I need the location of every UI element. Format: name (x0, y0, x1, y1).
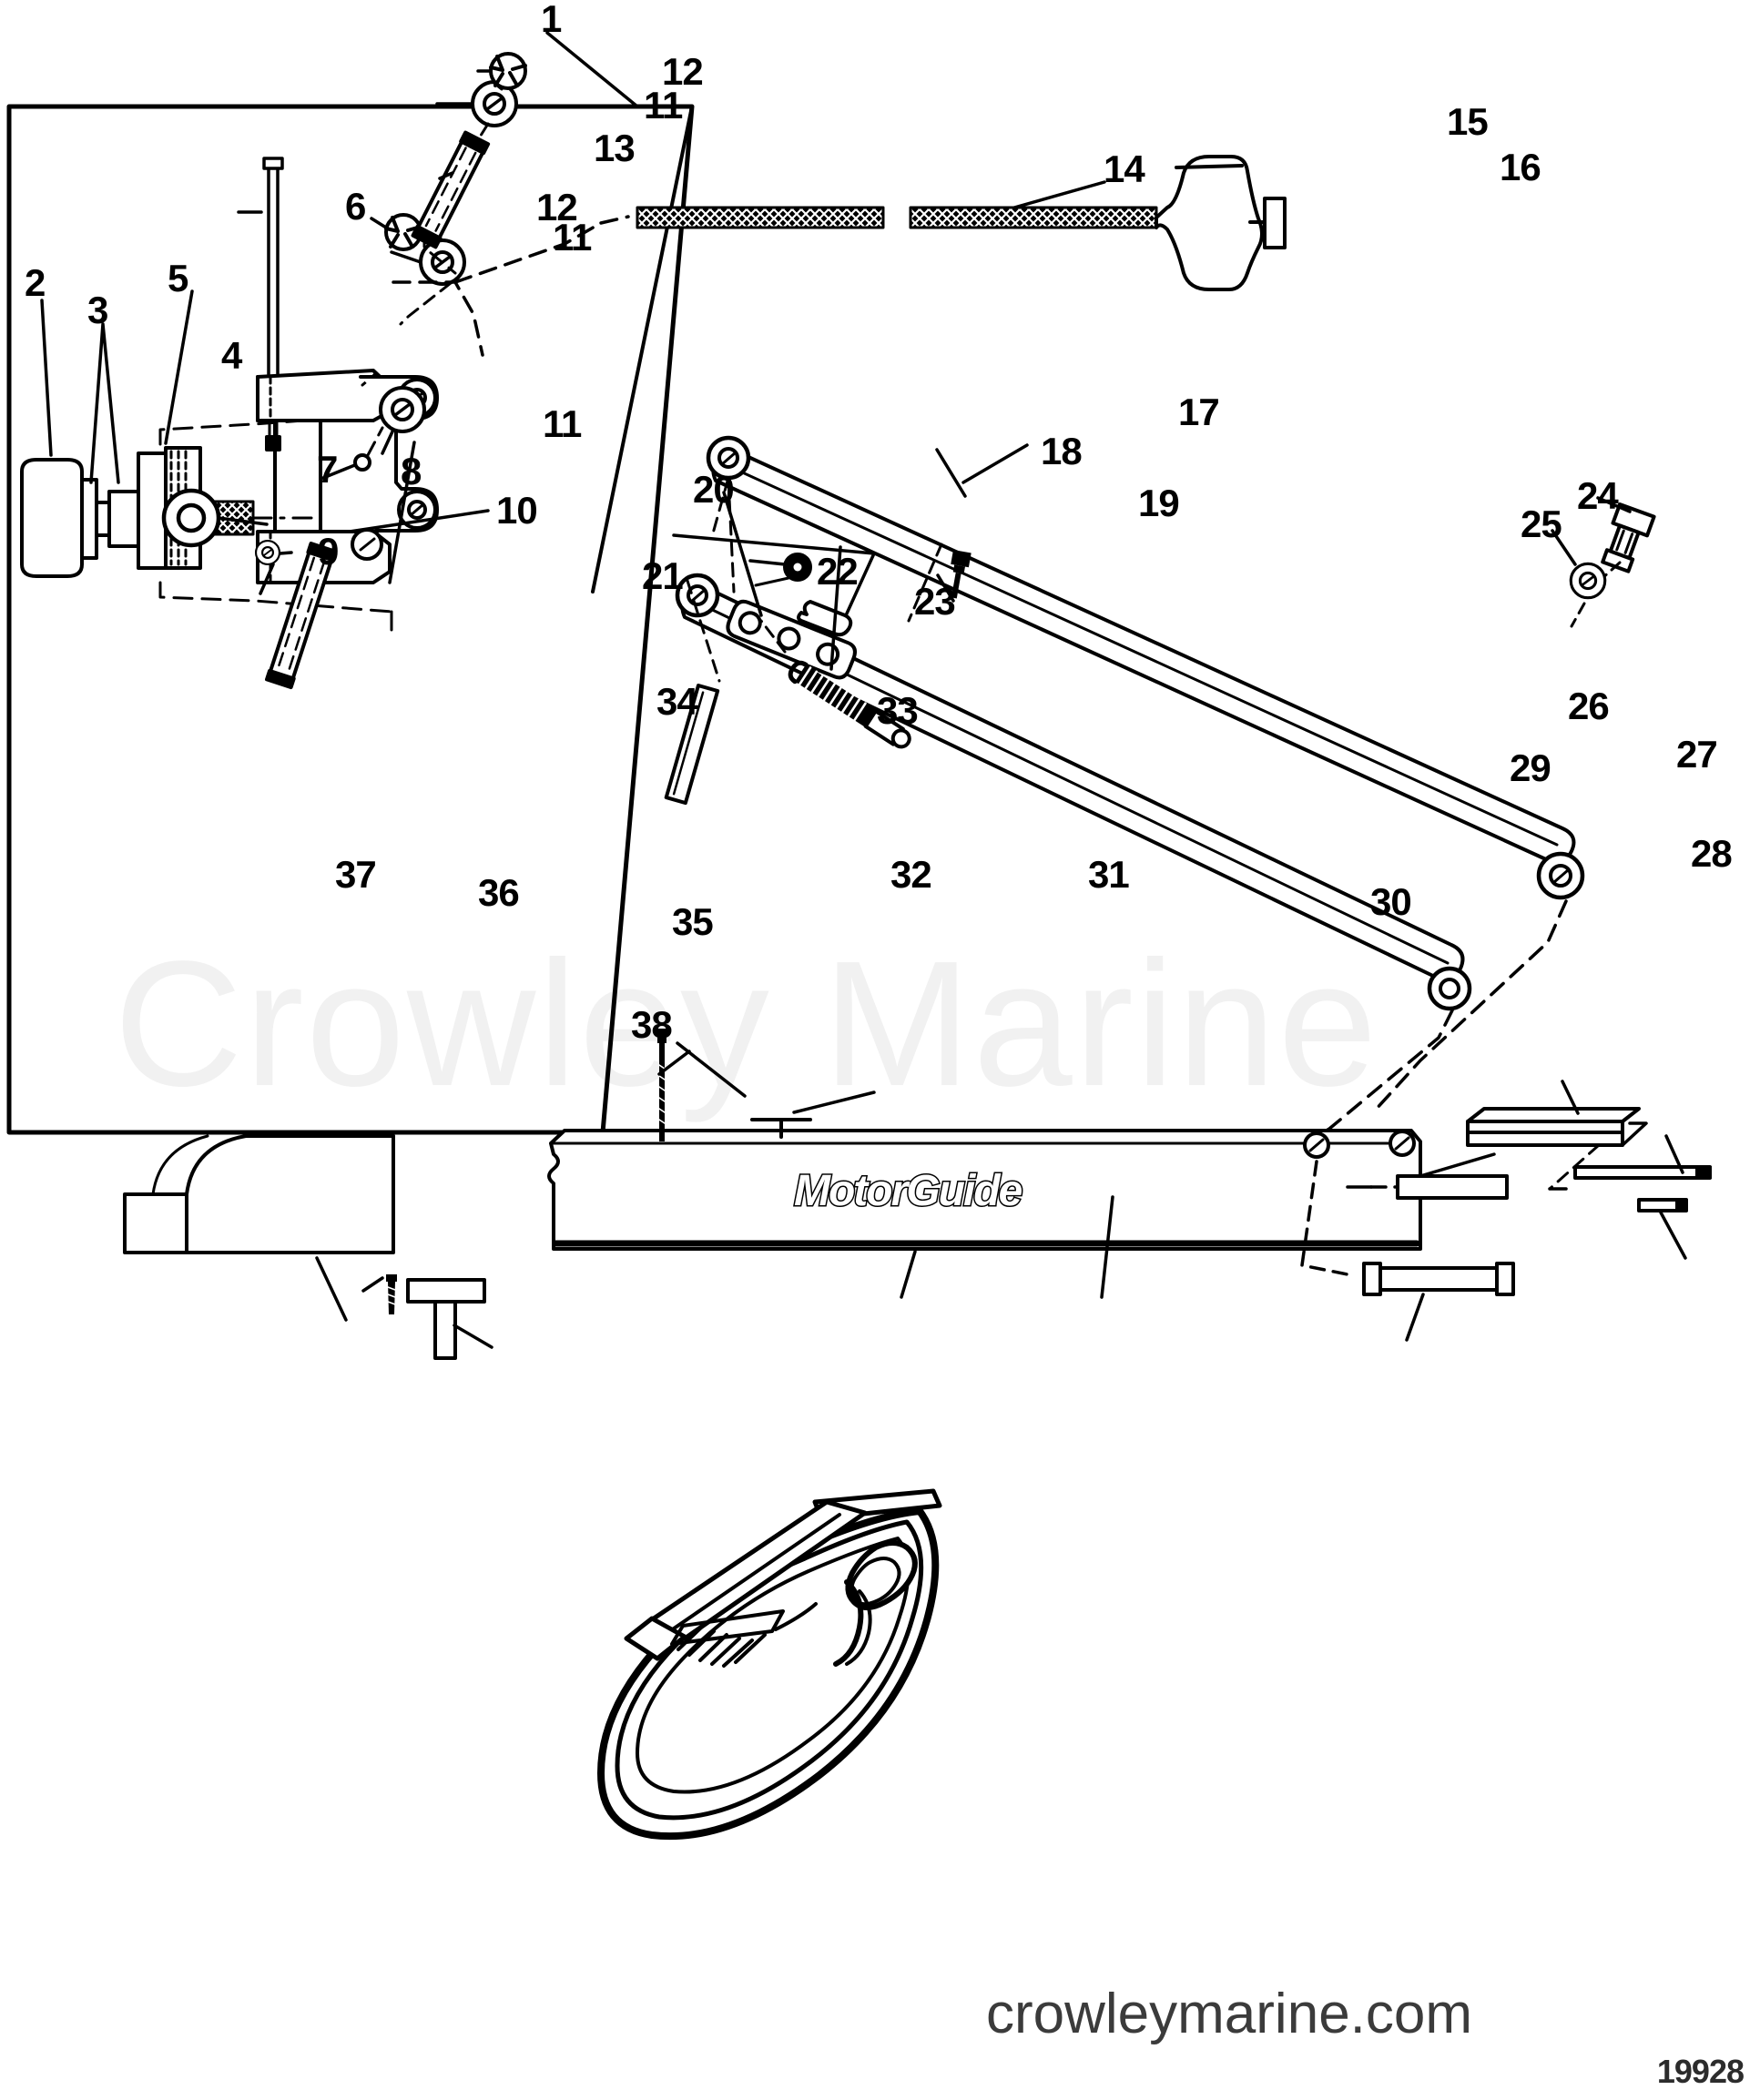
callout-8: 8 (401, 450, 422, 492)
callout-15: 15 (1447, 100, 1489, 143)
callout-1: 1 (541, 0, 562, 40)
motorguide-decal: MotorGuide (792, 1166, 1023, 1217)
callout-21: 21 (642, 554, 684, 597)
footer-website-url: crowleymarine.com (986, 1983, 1473, 2045)
callout-22: 22 (817, 550, 859, 593)
callout-31: 31 (1088, 853, 1130, 896)
callout-13: 13 (594, 127, 636, 169)
callout-11-mid: 11 (553, 216, 592, 259)
callout-12-top: 12 (662, 50, 704, 93)
callout-9-lower: 9 (318, 530, 339, 573)
callout-4: 4 (221, 334, 242, 377)
callout-38: 38 (631, 1003, 673, 1046)
callout-12-mid: 12 (536, 186, 578, 228)
callout-30: 30 (1370, 880, 1412, 923)
callout-2: 2 (25, 261, 46, 304)
callout-27: 27 (1676, 733, 1718, 776)
callout-18: 18 (1041, 430, 1083, 472)
callout-16: 16 (1500, 146, 1541, 188)
callout-25: 25 (1521, 502, 1562, 545)
callout-3: 3 (87, 289, 108, 331)
callout-24: 24 (1577, 474, 1619, 517)
callout-35: 35 (672, 900, 714, 943)
callout-34: 34 (656, 680, 698, 723)
callout-29: 29 (1510, 746, 1551, 789)
callout-32: 32 (890, 853, 932, 896)
callout-17: 17 (1178, 391, 1220, 433)
callout-11-low: 11 (543, 402, 582, 445)
callout-28: 28 (1691, 832, 1733, 875)
callout-5: 5 (168, 257, 188, 299)
callout-23: 23 (914, 580, 956, 623)
callout-20: 20 (693, 468, 735, 511)
callout-14: 14 (1104, 147, 1145, 190)
callout-36: 36 (478, 871, 520, 914)
callout-11-top: 11 (644, 84, 683, 127)
callout-6: 6 (345, 185, 366, 228)
callout-37: 37 (335, 853, 377, 896)
diagram-number: 19928 (1656, 2053, 1745, 2090)
watermark-text: Crowley Marine (114, 924, 1379, 1123)
callout-33: 33 (877, 689, 919, 732)
callout-19: 19 (1138, 482, 1180, 524)
callout-7: 7 (317, 448, 338, 491)
callout-26: 26 (1568, 685, 1610, 727)
callout-10: 10 (496, 489, 538, 532)
